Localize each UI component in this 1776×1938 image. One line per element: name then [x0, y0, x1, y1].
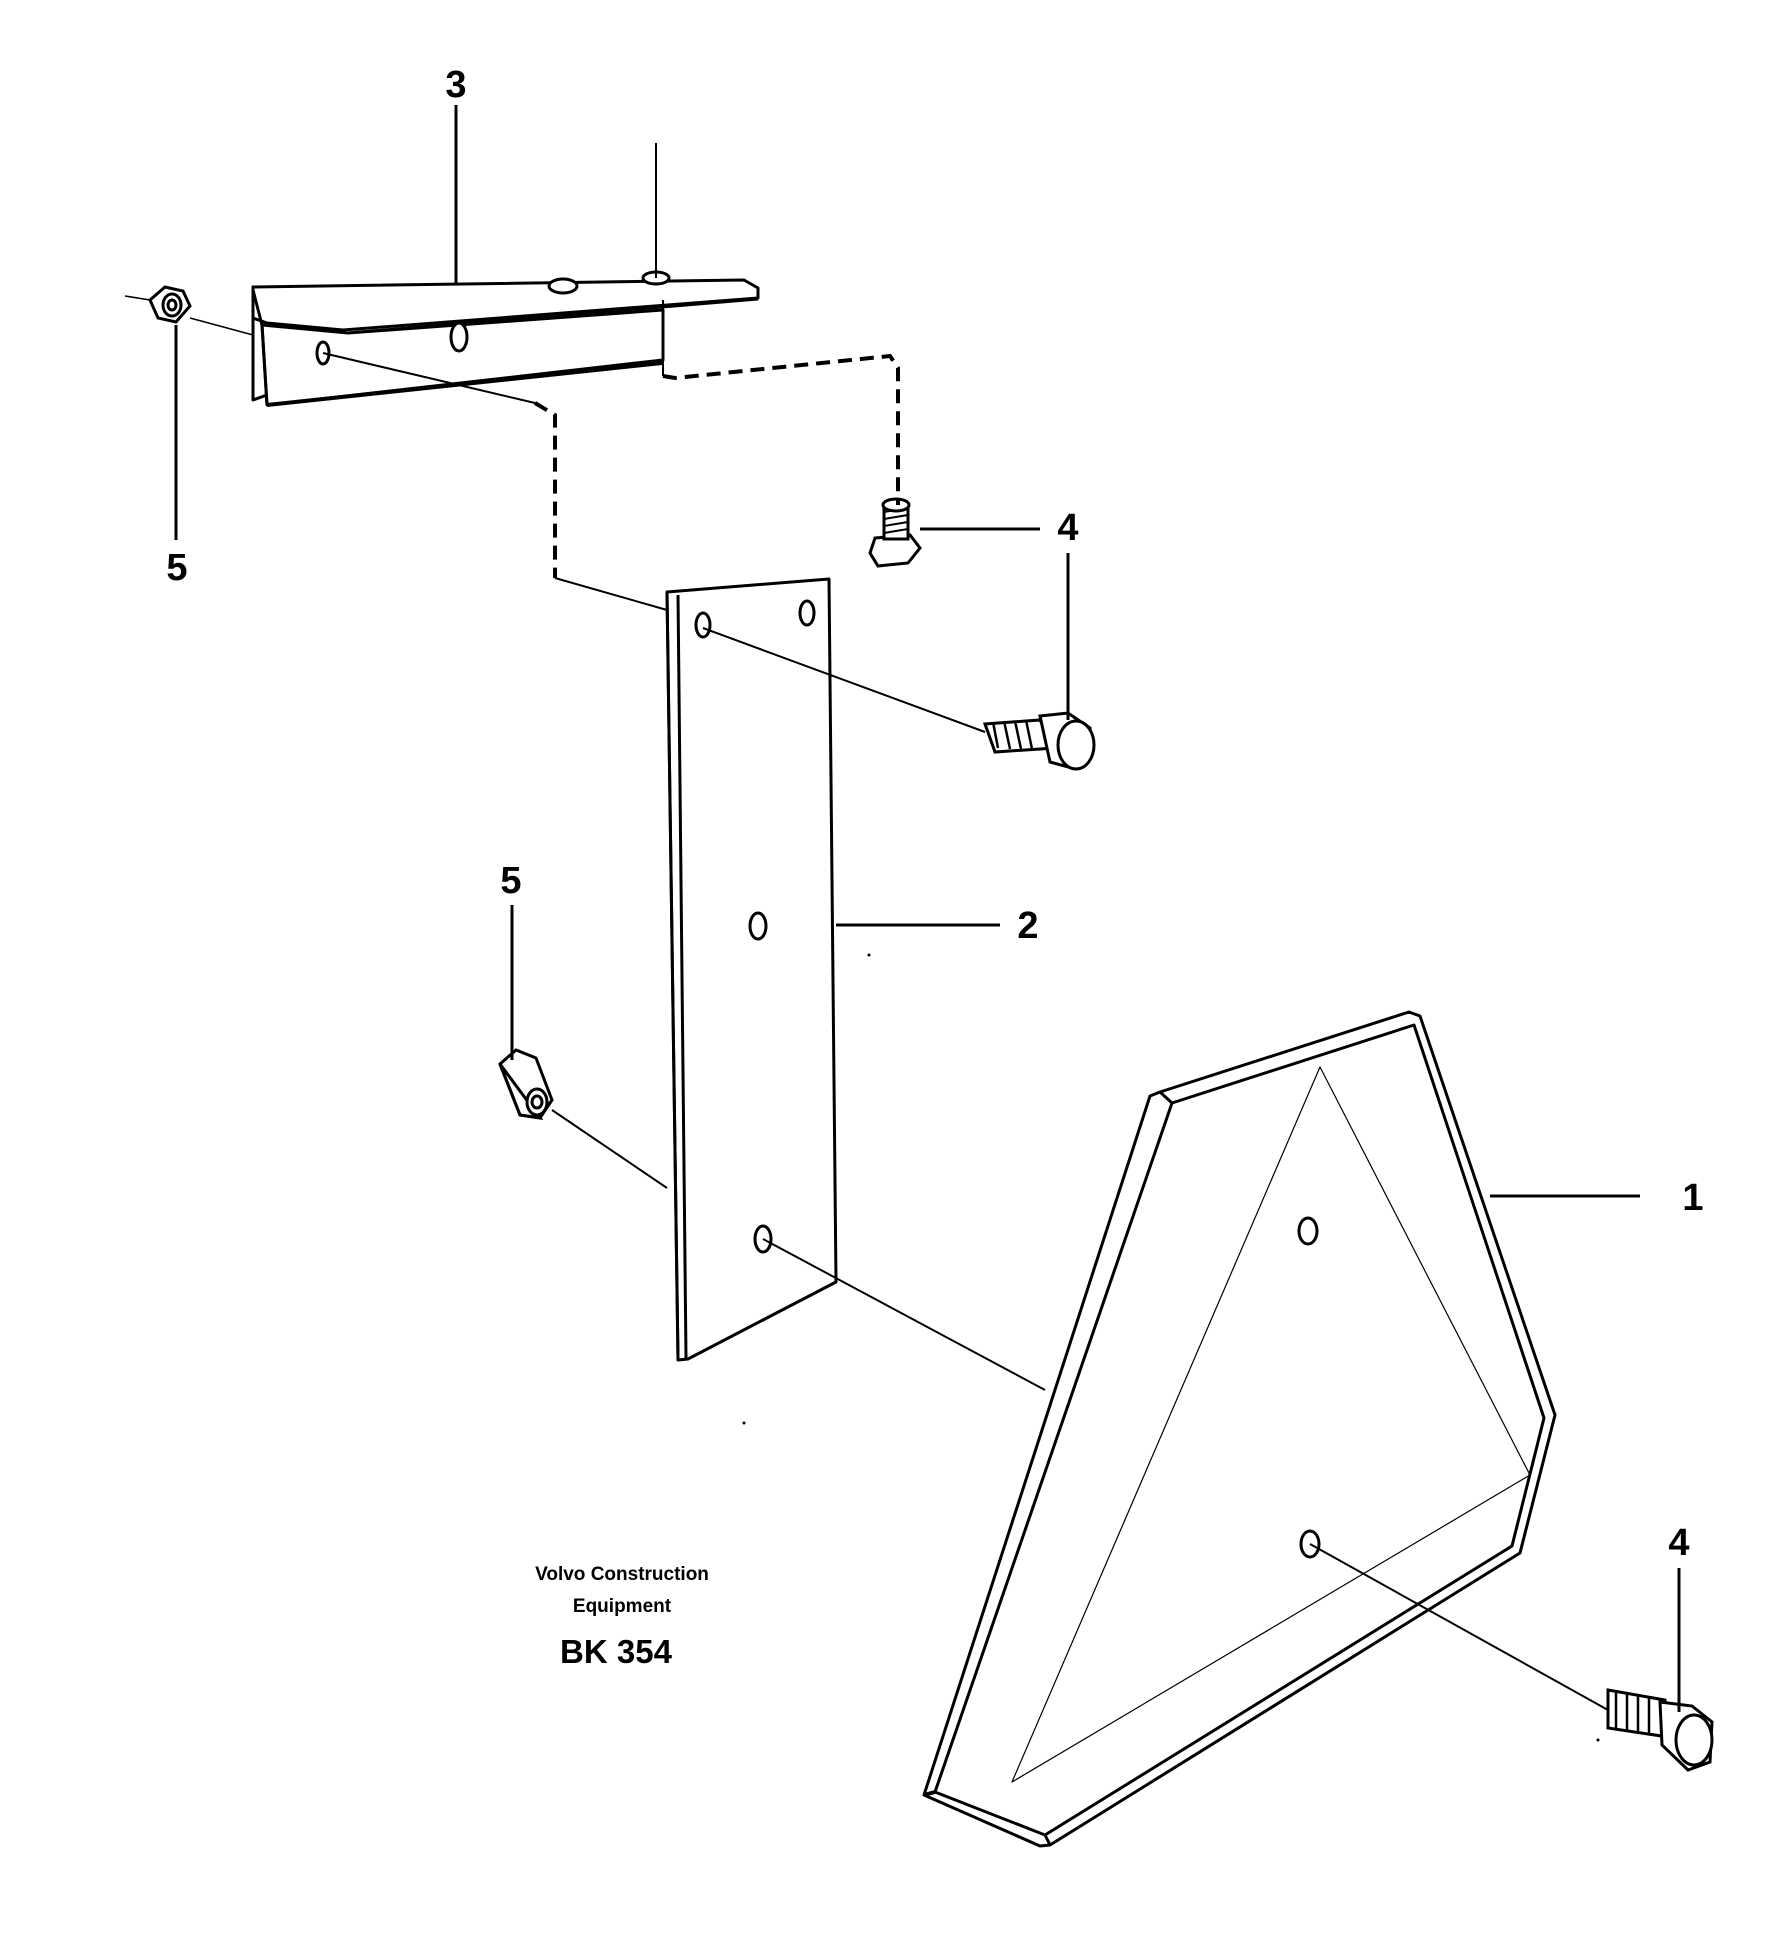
- callout-5-middle: 5: [500, 860, 521, 902]
- caption-code: BK 354: [560, 1633, 673, 1670]
- callout-4-upper: 4: [1057, 507, 1078, 549]
- screw-upper-small-part-4: [868, 497, 922, 568]
- callout-5-upper: 5: [166, 547, 187, 589]
- angle-bracket-part-3: [251, 270, 760, 407]
- callout-4-lower: 4: [1668, 1522, 1689, 1564]
- reflector-plate-part-1: [922, 1010, 1557, 1848]
- leader-lines: [174, 105, 1681, 1712]
- callout-1: 1: [1682, 1177, 1703, 1219]
- caption-line-1: Volvo Construction: [535, 1564, 709, 1585]
- screw-middle-part-4: [982, 711, 1096, 771]
- callout-2: 2: [1017, 905, 1038, 947]
- scan-specks: [742, 953, 1600, 1742]
- screw-lower-part-4: [1606, 1688, 1714, 1772]
- caption-line-2: Equipment: [573, 1596, 672, 1617]
- nut-middle-part-5: [498, 1048, 554, 1121]
- callout-3: 3: [445, 64, 466, 106]
- nut-upper-part-5: [148, 285, 192, 324]
- assembly-lines: [124, 143, 1609, 1711]
- mounting-plate-part-2: [665, 577, 838, 1362]
